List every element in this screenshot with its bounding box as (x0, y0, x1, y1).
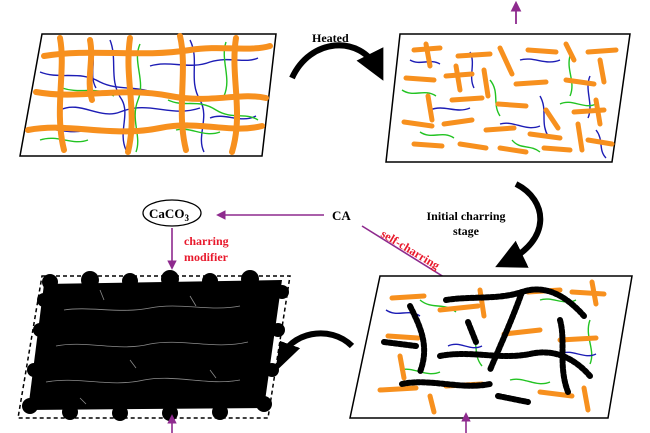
caco3-ellipse (142, 199, 202, 227)
panel-degraded-network (385, 33, 631, 163)
char-layer-highlights (45, 289, 249, 405)
orange-fibers (25, 33, 273, 155)
heated-arrow (289, 42, 384, 81)
panel-polymer-network (19, 33, 277, 157)
caco3-subscript: 3 (184, 213, 189, 223)
self-charring-label: self-charring (378, 227, 442, 273)
heated-label: Heated (312, 31, 349, 45)
charring-modifier-label: charring (184, 234, 229, 248)
initial-charring-label: Initial charring (426, 209, 505, 223)
initial-charring-step: Initial charring stage (426, 181, 544, 268)
char-layer-texture (22, 270, 289, 421)
caco3-label: CaCO3 (149, 206, 189, 223)
final-charring-arrow (271, 330, 355, 372)
panel-char-formation (349, 275, 633, 419)
initial-charring-arrow (495, 181, 544, 268)
char-layer-fill (28, 280, 282, 410)
ca-label: CA (332, 208, 351, 223)
heated-step: Heated (289, 31, 384, 81)
orange-fragments (401, 41, 619, 155)
panel-compact-char (17, 270, 291, 421)
black-char-clusters (381, 286, 593, 405)
charring-modifier-label-line2: modifier (184, 250, 229, 264)
initial-charring-label-line2: stage (453, 224, 480, 238)
green-fragments (401, 55, 597, 153)
ca-node: CA CaCO3 charring modifier (142, 199, 351, 270)
